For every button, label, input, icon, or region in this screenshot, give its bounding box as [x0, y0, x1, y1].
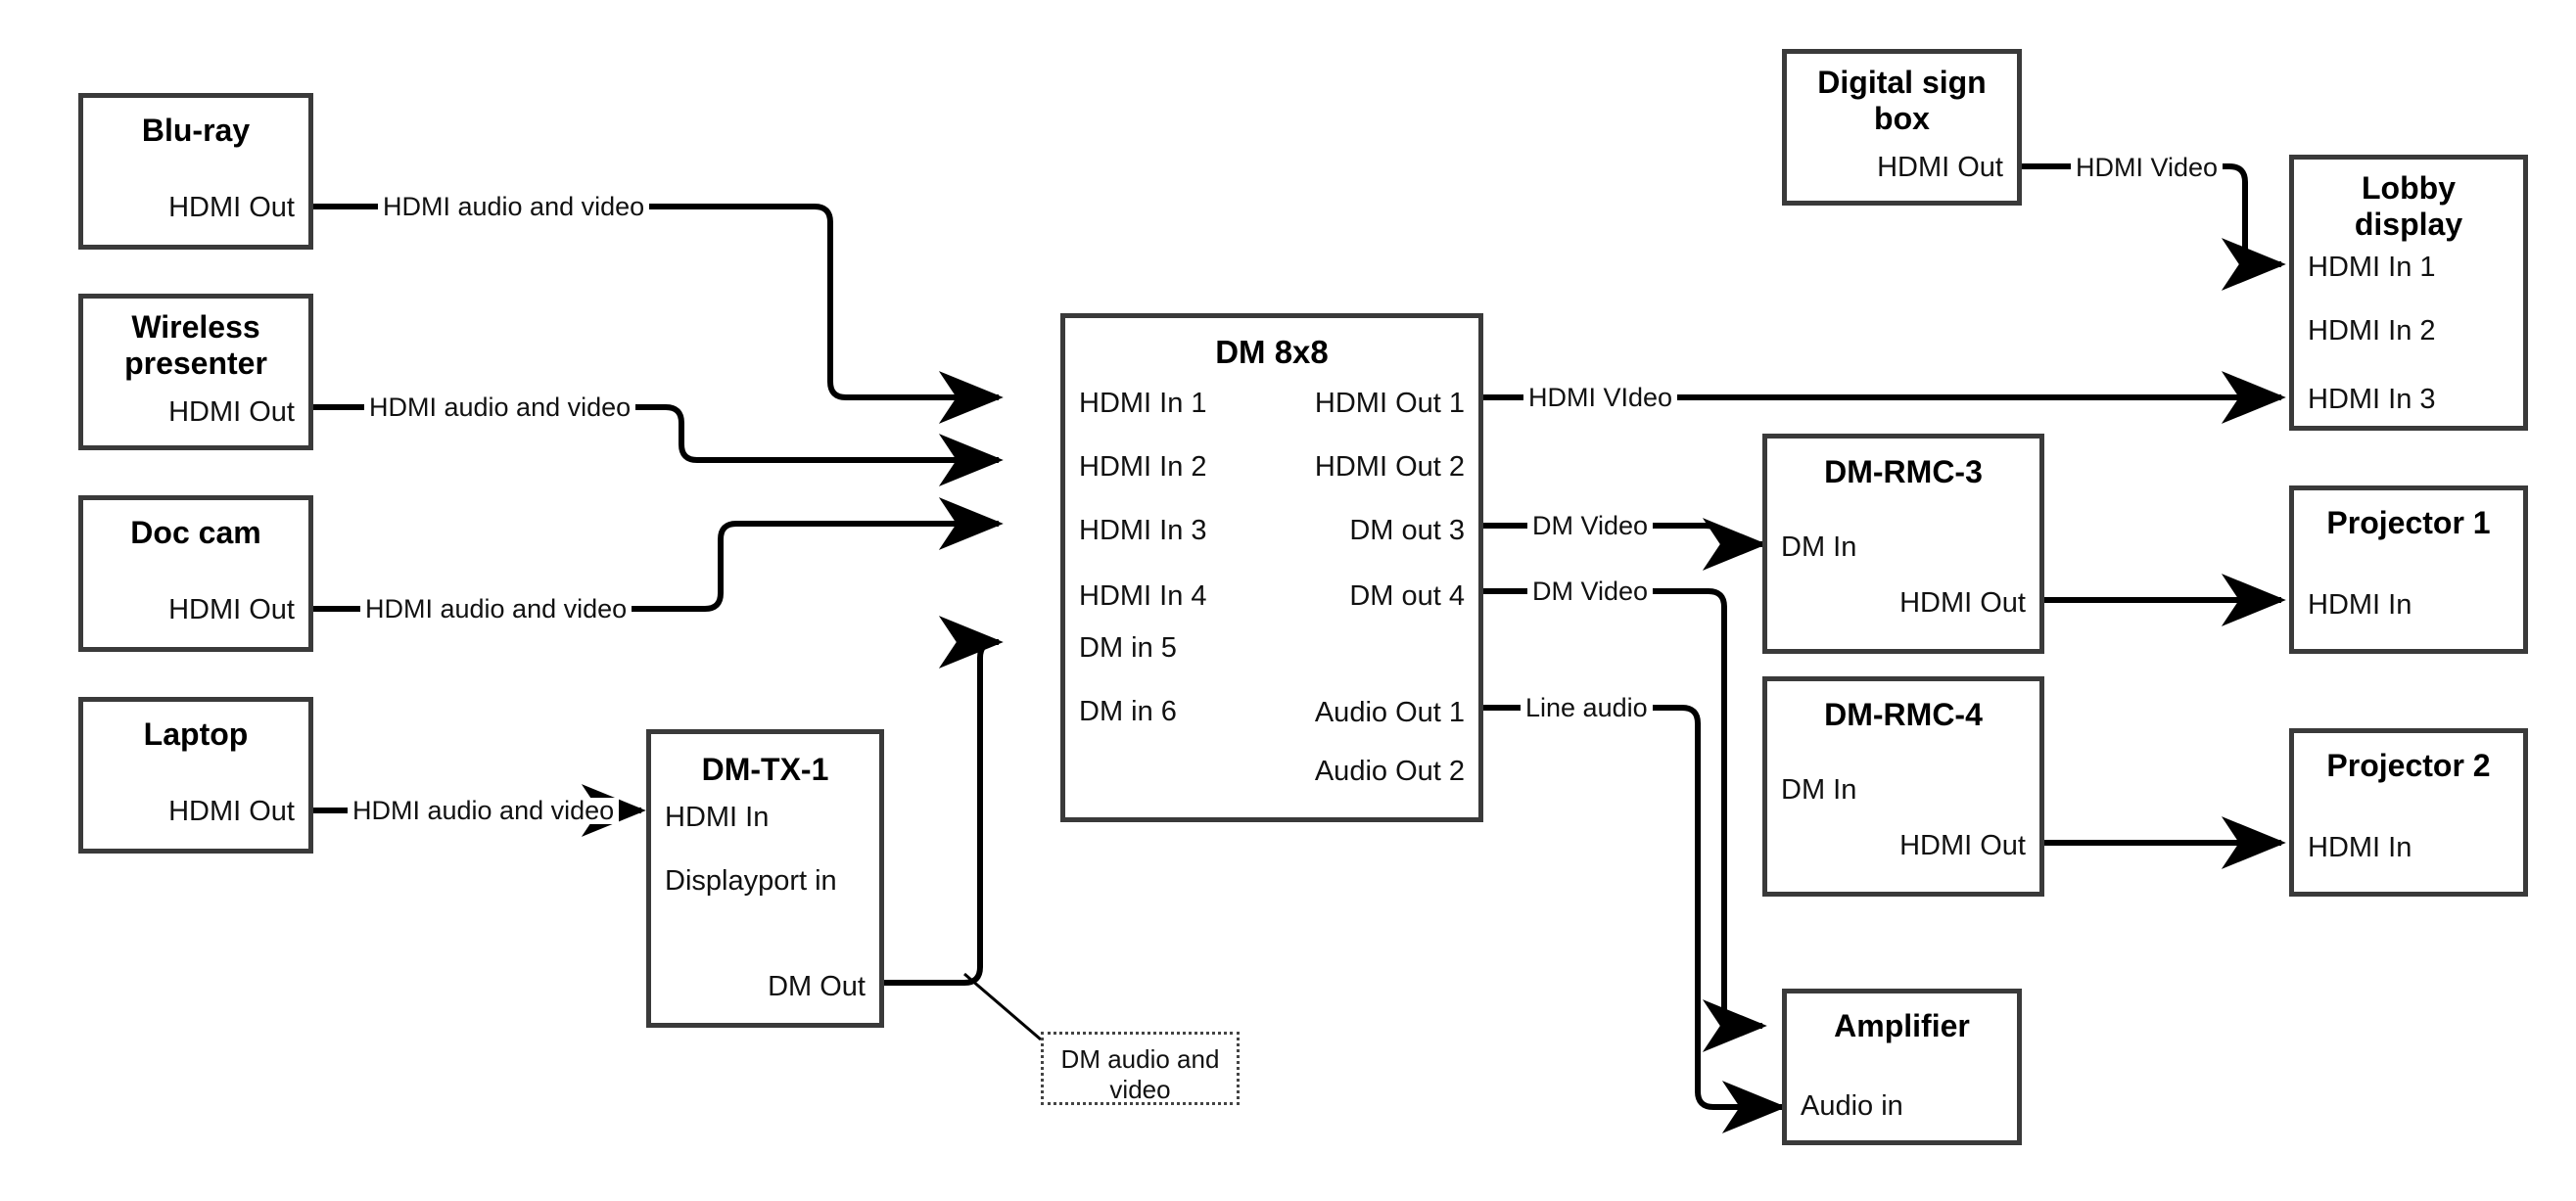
node-dm-rmc-3[interactable]: DM-RMC-3 DM In HDMI Out — [1762, 434, 2044, 654]
port-proj1-hdmi-in[interactable]: HDMI In — [2308, 589, 2412, 621]
port-dm8x8-hdmi-in-3[interactable]: HDMI In 3 — [1079, 515, 1207, 546]
port-dm8x8-audio-out-1[interactable]: Audio Out 1 — [1314, 697, 1465, 728]
port-wireless-hdmi-out[interactable]: HDMI Out — [168, 396, 295, 428]
node-projector-1[interactable]: Projector 1 HDMI In — [2289, 485, 2528, 654]
node-rmc4-title: DM-RMC-4 — [1824, 697, 1983, 732]
wire-label-signbox: HDMI Video — [2071, 155, 2224, 181]
port-dm8x8-hdmi-in-1[interactable]: HDMI In 1 — [1079, 388, 1207, 419]
node-amplifier[interactable]: Amplifier Audio in — [1782, 989, 2022, 1145]
note-line2: video — [1109, 1075, 1171, 1104]
note-line1: DM audio and — [1060, 1044, 1220, 1074]
node-dm8x8-title: DM 8x8 — [1215, 334, 1329, 370]
port-doccam-hdmi-out[interactable]: HDMI Out — [168, 594, 295, 625]
wire-audioout1-to-amp — [1483, 705, 1787, 1133]
port-dm8x8-hdmi-out-1[interactable]: HDMI Out 1 — [1314, 388, 1465, 419]
port-amplifier-audio-in[interactable]: Audio in — [1801, 1090, 1903, 1122]
node-wireless-presenter[interactable]: Wireless presenter HDMI Out — [78, 294, 313, 450]
node-lobby-display[interactable]: Lobby display HDMI In 1 HDMI In 2 HDMI I… — [2289, 155, 2528, 431]
port-signbox-hdmi-out[interactable]: HDMI Out — [1877, 152, 2003, 183]
port-dm8x8-hdmi-in-2[interactable]: HDMI In 2 — [1079, 451, 1207, 483]
node-laptop-title: Laptop — [143, 716, 249, 752]
node-wireless-title-line1: Wireless — [131, 309, 260, 345]
node-rmc3-title: DM-RMC-3 — [1824, 454, 1983, 489]
wire-label-dmout3: DM Video — [1527, 513, 1654, 539]
port-dm8x8-dm-out-4[interactable]: DM out 4 — [1349, 580, 1465, 612]
node-lobby-title-line1: Lobby — [2362, 170, 2456, 206]
wire-label-dmout4: DM Video — [1527, 578, 1654, 605]
port-dmtx1-hdmi-in[interactable]: HDMI In — [665, 802, 770, 833]
node-amplifier-title: Amplifier — [1834, 1008, 1970, 1043]
node-dm-8x8[interactable]: DM 8x8 HDMI In 1 HDMI In 2 HDMI In 3 HDM… — [1060, 313, 1483, 822]
wire-dmtx1-to-dm8x8 — [884, 616, 1004, 986]
port-dm8x8-dm-out-3[interactable]: DM out 3 — [1349, 515, 1465, 546]
wire-label-bluray: HDMI audio and video — [378, 194, 650, 220]
wire-label-hdmiout1: HDMI VIdeo — [1523, 385, 1678, 411]
node-wireless-title-line2: presenter — [124, 346, 267, 381]
port-dm8x8-audio-out-2[interactable]: Audio Out 2 — [1314, 756, 1465, 787]
node-digital-sign-box[interactable]: Digital sign box HDMI Out — [1782, 49, 2022, 206]
wire-bluray-to-dm8x8 — [313, 204, 1004, 424]
port-rmc3-dm-in[interactable]: DM In — [1781, 531, 1857, 563]
node-doc-cam[interactable]: Doc cam HDMI Out — [78, 495, 313, 652]
wire-label-doccam: HDMI audio and video — [360, 596, 632, 623]
node-dm-tx-1[interactable]: DM-TX-1 HDMI In Displayport in DM Out — [646, 729, 884, 1028]
port-laptop-hdmi-out[interactable]: HDMI Out — [168, 796, 295, 827]
node-dm-rmc-4[interactable]: DM-RMC-4 DM In HDMI Out — [1762, 676, 2044, 897]
node-proj1-title: Projector 1 — [2326, 505, 2491, 540]
port-dm8x8-dm-in-5[interactable]: DM in 5 — [1079, 632, 1177, 664]
port-lobby-hdmi-in-2[interactable]: HDMI In 2 — [2308, 315, 2436, 346]
port-dm8x8-hdmi-in-4[interactable]: HDMI In 4 — [1079, 580, 1207, 612]
wire-dmout4-to-rmc4 — [1483, 588, 1767, 1052]
port-bluray-hdmi-out[interactable]: HDMI Out — [168, 192, 295, 223]
port-lobby-hdmi-in-3[interactable]: HDMI In 3 — [2308, 384, 2436, 415]
node-dmtx1-title: DM-TX-1 — [701, 752, 829, 787]
port-rmc4-hdmi-out[interactable]: HDMI Out — [1899, 830, 2026, 861]
port-rmc4-dm-in[interactable]: DM In — [1781, 774, 1857, 806]
port-proj2-hdmi-in[interactable]: HDMI In — [2308, 832, 2412, 863]
port-dm8x8-dm-in-6[interactable]: DM in 6 — [1079, 696, 1177, 727]
wire-label-laptop: HDMI audio and video — [348, 798, 620, 824]
node-bluray-title: Blu-ray — [141, 113, 251, 148]
port-dmtx1-displayport-in[interactable]: Displayport in — [665, 865, 837, 897]
wire-label-wireless: HDMI audio and video — [364, 394, 636, 421]
port-dm8x8-hdmi-out-2[interactable]: HDMI Out 2 — [1314, 451, 1465, 483]
port-rmc3-hdmi-out[interactable]: HDMI Out — [1899, 587, 2026, 619]
node-laptop[interactable]: Laptop HDMI Out — [78, 697, 313, 854]
port-dmtx1-dm-out[interactable]: DM Out — [768, 971, 866, 1002]
node-bluray[interactable]: Blu-ray HDMI Out — [78, 93, 313, 250]
node-doccam-title: Doc cam — [130, 515, 261, 550]
wire-label-audioout1: Line audio — [1521, 695, 1653, 721]
node-signbox-title-line1: Digital sign — [1817, 65, 1987, 100]
node-projector-2[interactable]: Projector 2 HDMI In — [2289, 728, 2528, 897]
node-signbox-title-line2: box — [1874, 101, 1930, 136]
note-dm-audio-video: DM audio and video — [1041, 1032, 1240, 1105]
node-lobby-title-line2: display — [2354, 207, 2463, 242]
note-leader-line — [963, 972, 1042, 1041]
node-proj2-title: Projector 2 — [2326, 748, 2491, 783]
port-lobby-hdmi-in-1[interactable]: HDMI In 1 — [2308, 252, 2436, 283]
